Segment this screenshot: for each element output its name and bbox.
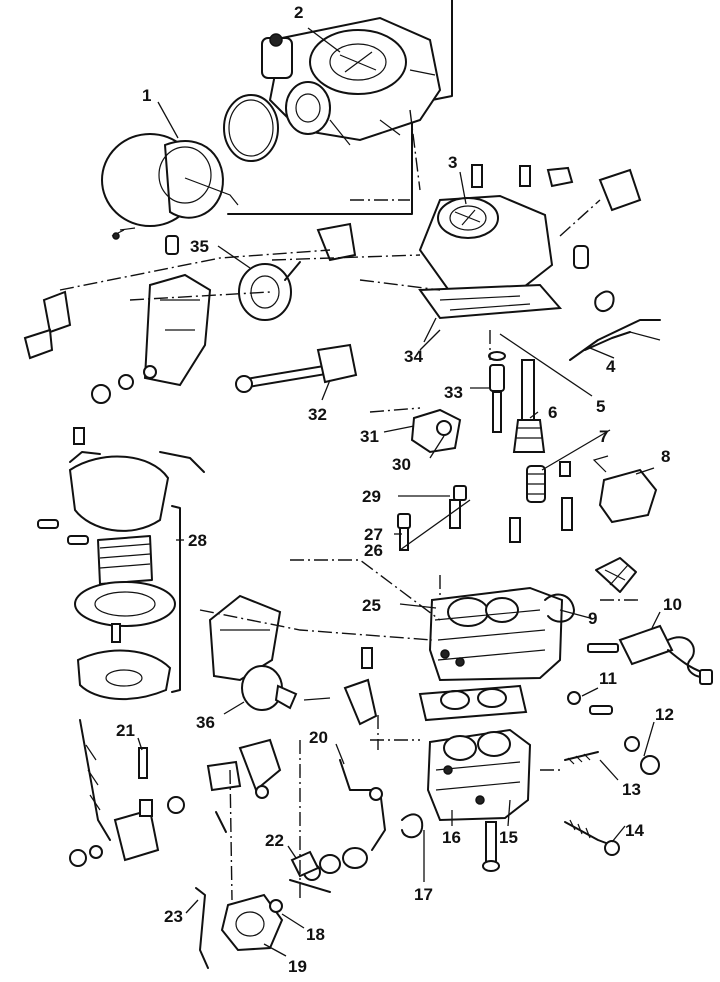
callout-20: 20 (309, 728, 328, 747)
part-1-vacuum-diaphragm (101, 94, 279, 240)
callout-4: 4 (606, 357, 616, 376)
callout-16: 16 (442, 828, 461, 847)
callout-14: 14 (625, 821, 644, 840)
leader-lines (137, 27, 661, 957)
callout-25: 25 (362, 596, 381, 615)
callout-27: 27 (364, 525, 383, 544)
callout-26: 26 (364, 541, 383, 560)
alignment-lines (59, 109, 640, 901)
callout-9: 9 (588, 609, 597, 628)
part-15-16-throttle-body (426, 728, 532, 872)
callout-35: 35 (190, 237, 209, 256)
callout-11: 11 (599, 669, 617, 688)
part-10-fuel-cut-solenoid (587, 624, 713, 685)
callout-2: 2 (294, 3, 303, 22)
callout-15: 15 (499, 828, 518, 847)
callout-12: 12 (655, 705, 674, 724)
callout-32: 32 (308, 405, 327, 424)
part-25-float-chamber-body (418, 557, 637, 722)
callout-18: 18 (306, 925, 325, 944)
part-21-lower-left-linkage (69, 719, 282, 867)
callout-19: 19 (288, 957, 307, 976)
part-26-27-29-jets (397, 485, 521, 551)
part-8-dashpot (559, 455, 658, 531)
callout-5: 5 (596, 397, 605, 416)
callout-7: 7 (599, 427, 608, 446)
callout-33: 33 (444, 383, 463, 402)
part-36-dashpot-bracket (208, 594, 378, 726)
callout-17: 17 (414, 885, 433, 904)
callout-10: 10 (663, 595, 682, 614)
part-30-31-bracket (410, 408, 462, 454)
callout-8: 8 (661, 447, 670, 466)
callout-29: 29 (362, 487, 381, 506)
part-3-air-horn (418, 164, 661, 361)
part-18-19-23-lever-parts (195, 887, 284, 969)
callout-22: 22 (265, 831, 284, 850)
part-6-7-33-valve-parts (488, 351, 546, 503)
callout-labels: 1 2 3 4 5 6 7 8 9 10 11 12 13 14 15 16 1… (116, 3, 682, 976)
assembled-carburetor-inset (227, 0, 453, 215)
callout-31: 31 (360, 427, 379, 446)
callout-30: 30 (392, 455, 411, 474)
part-17-20-22-throttle-linkage (289, 759, 424, 893)
callout-3: 3 (448, 153, 457, 172)
callout-21: 21 (116, 721, 135, 740)
callout-6: 6 (548, 403, 557, 422)
callout-34: 34 (404, 347, 423, 366)
part-28-accelerator-pump (37, 427, 205, 701)
callout-1: 1 (142, 86, 151, 105)
part-35-choke-diaphragm (23, 222, 358, 404)
callout-23: 23 (164, 907, 183, 926)
callout-36: 36 (196, 713, 215, 732)
callout-28: 28 (188, 531, 207, 550)
callout-13: 13 (622, 780, 641, 799)
